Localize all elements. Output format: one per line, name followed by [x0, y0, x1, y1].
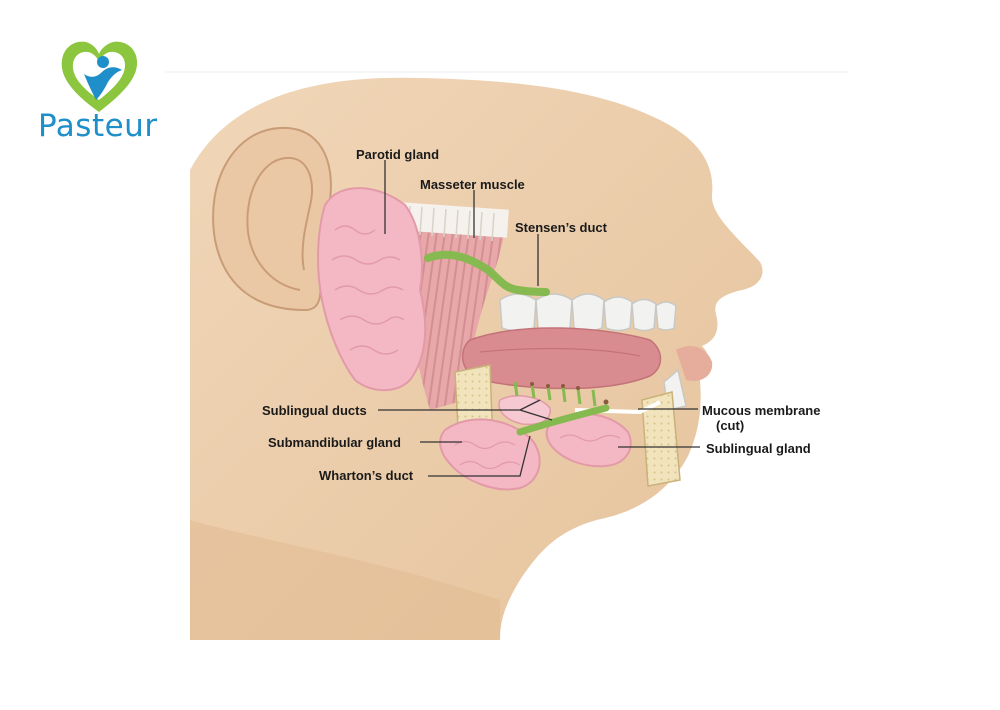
upper-teeth — [499, 293, 677, 332]
label-stensens-duct: Stensen’s duct — [515, 220, 607, 235]
tongue — [461, 327, 662, 390]
sublingual-ducts-marks — [513, 381, 597, 407]
label-parotid-gland: Parotid gland — [356, 147, 440, 162]
leader-lines — [378, 160, 700, 477]
logo-wordmark: Pasteur — [38, 108, 158, 144]
whartons-duct — [516, 404, 610, 436]
sublingual-gland — [545, 412, 632, 468]
logo-heart-icon — [61, 41, 138, 112]
submandibular-gland — [439, 418, 541, 491]
stensens-duct — [424, 250, 550, 296]
jaw-bone-section — [454, 364, 493, 429]
label-sublingual-gland: Sublingual gland — [706, 441, 811, 456]
label-sublingual-ducts: Sublingual ducts — [262, 403, 367, 418]
parotid-gland — [317, 187, 427, 392]
label-mucous-membrane-note: (cut) — [716, 418, 745, 433]
label-submandibular-gland: Submandibular gland — [268, 435, 401, 450]
label-mucous-membrane: Mucous membrane — [702, 403, 821, 418]
jaw-bone-section — [641, 391, 681, 487]
label-masseter-muscle: Masseter muscle — [420, 177, 525, 192]
label-whartons-duct: Wharton’s duct — [319, 468, 414, 483]
